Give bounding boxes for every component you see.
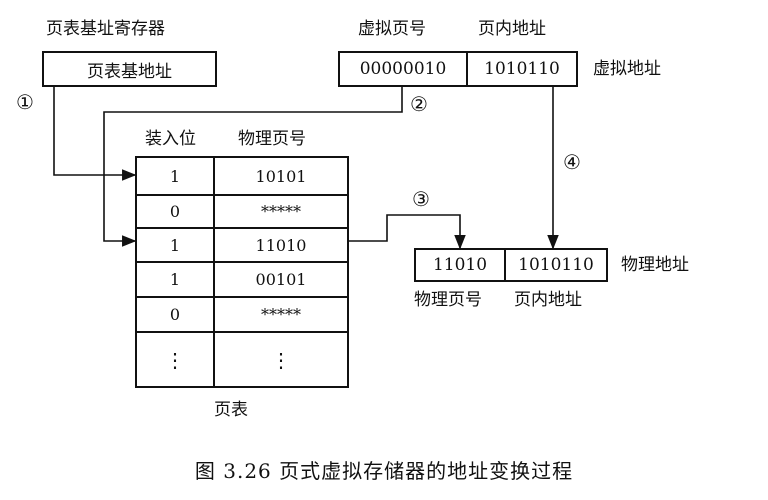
page-table-col-frame: 物理页号 bbox=[238, 129, 306, 149]
row0-valid: 1 bbox=[169, 166, 181, 186]
physical-address-label: 物理地址 bbox=[621, 255, 689, 275]
row2-valid: 1 bbox=[169, 235, 181, 255]
page-table: 1 10101 0 ***** 1 11010 1 00101 0 ***** … bbox=[135, 156, 349, 388]
arrow-frame-to-physical bbox=[349, 214, 466, 250]
row1-valid: 0 bbox=[169, 202, 181, 221]
row3-valid: 1 bbox=[169, 270, 181, 289]
page-table-col-valid: 装入位 bbox=[145, 129, 196, 149]
vpn-value: 00000010 bbox=[359, 59, 447, 79]
row-divider bbox=[137, 227, 347, 229]
row-divider bbox=[137, 194, 347, 196]
row-divider bbox=[137, 261, 347, 263]
virtual-address-label: 虚拟地址 bbox=[593, 59, 661, 79]
vpn-field: 00000010 bbox=[338, 51, 468, 87]
row1-frame: ***** bbox=[261, 202, 301, 221]
page-table-column-divider bbox=[213, 158, 215, 386]
marker-2: ② bbox=[410, 92, 428, 116]
physical-frame-value: 11010 bbox=[432, 255, 488, 275]
row5-frame: ⋮ bbox=[271, 347, 291, 372]
marker-4: ④ bbox=[563, 150, 581, 174]
marker-3: ③ bbox=[412, 187, 430, 211]
offset-field: 1010110 bbox=[466, 51, 578, 87]
row4-frame: ***** bbox=[261, 305, 301, 324]
row-divider bbox=[137, 331, 347, 333]
page-table-label: 页表 bbox=[214, 400, 248, 420]
arrow-base-to-row0 bbox=[53, 83, 137, 181]
physical-offset-footer: 页内地址 bbox=[514, 290, 582, 310]
row0-frame: 10101 bbox=[255, 166, 307, 186]
offset-value: 1010110 bbox=[484, 59, 560, 79]
vpn-header: 虚拟页号 bbox=[358, 19, 426, 39]
marker-1: ① bbox=[16, 90, 34, 114]
row2-frame: 11010 bbox=[255, 235, 307, 255]
row4-valid: 0 bbox=[169, 305, 181, 324]
physical-frame-field: 11010 bbox=[414, 248, 506, 282]
arrow-vpn-to-row2 bbox=[103, 86, 403, 247]
base-register-box: 页表基地址 bbox=[42, 51, 217, 87]
row5-valid: ⋮ bbox=[165, 347, 185, 372]
row3-frame: 00101 bbox=[255, 270, 307, 289]
base-register-content: 页表基地址 bbox=[87, 61, 172, 82]
physical-offset-field: 1010110 bbox=[504, 248, 608, 282]
physical-frame-footer: 物理页号 bbox=[414, 290, 482, 310]
offset-header: 页内地址 bbox=[478, 19, 546, 39]
base-register-title: 页表基址寄存器 bbox=[46, 19, 165, 39]
physical-offset-value: 1010110 bbox=[518, 255, 594, 275]
figure-caption: 图 3.26 页式虚拟存储器的地址变换过程 bbox=[194, 459, 574, 483]
row-divider bbox=[137, 296, 347, 298]
